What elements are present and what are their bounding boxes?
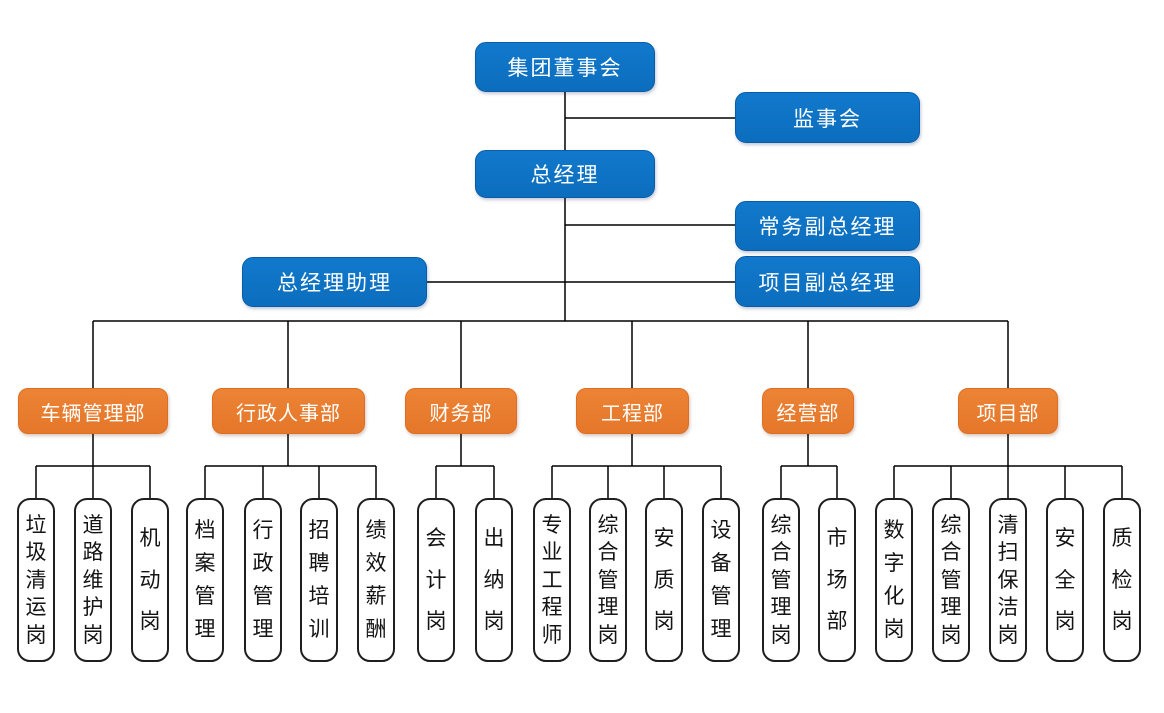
post-digitalization: 数字化岗 (875, 498, 913, 662)
dept-finance: 财务部 (405, 388, 517, 434)
post-archive-management: 档案管理 (186, 498, 224, 662)
post-equipment-management: 设备管理 (702, 498, 740, 662)
post-market-dept: 市场部 (818, 498, 856, 662)
post-safety-quality: 安质岗 (645, 498, 683, 662)
node-supervisory-board: 监事会 (735, 92, 920, 143)
node-gm-assistant: 总经理助理 (242, 257, 427, 307)
post-general-management-eng: 综合管理岗 (589, 498, 627, 662)
post-performance-pay: 绩效薪酬 (357, 498, 395, 662)
post-professional-engineer: 专业工程师 (533, 498, 571, 662)
post-admin-management: 行政管理 (244, 498, 282, 662)
node-board-of-directors: 集团董事会 (475, 42, 655, 92)
node-exec-deputy-gm: 常务副总经理 (735, 201, 920, 251)
node-general-manager: 总经理 (475, 150, 655, 198)
post-quality-inspection: 质检岗 (1103, 498, 1141, 662)
dept-operations: 经营部 (762, 388, 854, 434)
post-cashier: 出纳岗 (475, 498, 513, 662)
post-safety: 安全岗 (1046, 498, 1084, 662)
post-road-maintenance: 道路维护岗 (74, 498, 112, 662)
post-mobile-duty: 机动岗 (131, 498, 169, 662)
node-project-deputy-gm: 项目副总经理 (735, 256, 920, 307)
post-general-management-ops: 综合管理岗 (762, 498, 800, 662)
post-general-management-prj: 综合管理岗 (932, 498, 970, 662)
post-garbage-removal: 垃圾清运岗 (17, 498, 55, 662)
dept-project: 项目部 (958, 388, 1058, 434)
dept-admin-hr: 行政人事部 (212, 388, 365, 434)
post-recruitment-training: 招聘培训 (300, 498, 338, 662)
post-sweeping-cleaning: 清扫保洁岗 (989, 498, 1027, 662)
post-accounting: 会计岗 (417, 498, 455, 662)
dept-engineering: 工程部 (576, 388, 689, 434)
dept-vehicle-management: 车辆管理部 (18, 388, 168, 434)
